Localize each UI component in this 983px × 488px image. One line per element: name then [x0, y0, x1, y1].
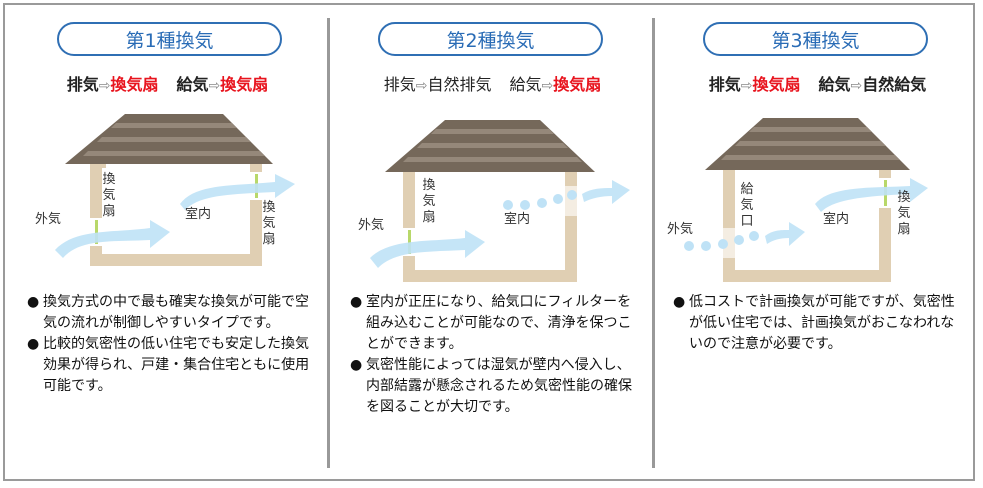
supply-method: 自然給気	[862, 75, 927, 94]
indoor-label: 室内	[185, 207, 212, 222]
supply-method: 換気扇	[553, 75, 602, 94]
bullet-icon: ●	[673, 294, 686, 310]
bullet-icon: ●	[350, 357, 363, 373]
air-flow-summary: 排気⇨換気扇給気⇨換気扇	[5, 71, 330, 95]
outside-air-label: 外気	[35, 212, 62, 227]
supply-method: 換気扇	[220, 75, 269, 94]
description: ●換気方式の中で最も確実な換気が可能で空気の流れが制御しやすいタイプです。 ●比…	[27, 292, 312, 397]
air-flow-summary: 排気⇨換気扇給気⇨自然給気	[655, 71, 980, 95]
ventilation-comparison-frame	[3, 3, 975, 481]
house-diagram-icon	[684, 118, 928, 282]
supply-label: 給気	[176, 75, 209, 94]
description: ●室内が正圧になり、給気口にフィルターを組み込むことが可能なので、清浄を保つこと…	[350, 292, 635, 418]
panel-title-pill: 第2種換気	[378, 22, 603, 56]
outside-air-label: 外気	[667, 222, 694, 237]
fan-label-left: 換気扇	[102, 172, 116, 219]
description-item: ●気密性能によっては湿気が壁内へ侵入し、内部結露が懸念されるため気密性能の確保を…	[350, 357, 632, 415]
panel-title: 第2種換気	[446, 29, 535, 52]
exhaust-method: 自然排気	[427, 75, 492, 94]
house-diagram-icon	[55, 114, 295, 266]
bullet-icon: ●	[27, 336, 40, 352]
panel-title: 第1種換気	[125, 29, 214, 52]
arrow-icon: ⇨	[850, 78, 863, 94]
air-flow-summary: 排気⇨自然排気給気⇨換気扇	[330, 71, 655, 95]
description-item: ●低コストで計画換気が可能ですが、気密性が低い住宅では、計画換気がおこなわれない…	[673, 294, 955, 352]
fan-label-left: 換気扇	[422, 178, 436, 225]
outside-air-label: 外気	[358, 218, 385, 233]
fan-label-right: 換気扇	[262, 200, 276, 247]
description: ●低コストで計画換気が可能ですが、気密性が低い住宅では、計画換気がおこなわれない…	[673, 292, 958, 355]
house-diagram-icon	[370, 120, 630, 282]
exhaust-method: 換気扇	[752, 75, 801, 94]
panel-divider	[652, 18, 655, 468]
panel-title-pill: 第3種換気	[703, 22, 928, 56]
exhaust-method: 換気扇	[110, 75, 159, 94]
inlet-label-left: 給気口	[740, 182, 754, 229]
bullet-icon: ●	[27, 294, 40, 310]
fan-label-right: 換気扇	[897, 190, 911, 237]
supply-label: 給気	[509, 75, 542, 94]
panel-title-pill: 第1種換気	[57, 22, 282, 56]
description-item: ●室内が正圧になり、給気口にフィルターを組み込むことが可能なので、清浄を保つこと…	[350, 294, 632, 352]
panel-divider	[327, 18, 330, 468]
description-item: ●換気方式の中で最も確実な換気が可能で空気の流れが制御しやすいタイプです。	[27, 294, 309, 331]
arrow-icon: ⇨	[208, 78, 221, 94]
panel-type3: 第3種換気 排気⇨換気扇給気⇨自然給気 外気 室内 給気口 換気扇 ●低コストで…	[655, 0, 980, 488]
arrow-icon: ⇨	[740, 78, 753, 94]
indoor-label: 室内	[504, 212, 531, 227]
indoor-label: 室内	[823, 212, 850, 227]
supply-label: 給気	[818, 75, 851, 94]
panel-title: 第3種換気	[771, 29, 860, 52]
arrow-icon: ⇨	[415, 78, 428, 94]
exhaust-label: 排気	[708, 75, 741, 94]
panel-type2: 第2種換気 排気⇨自然排気給気⇨換気扇 外気 室内 換気扇 ●室内が正圧になり、…	[330, 0, 655, 488]
exhaust-label: 排気	[383, 75, 416, 94]
arrow-icon: ⇨	[541, 78, 554, 94]
exhaust-label: 排気	[66, 75, 99, 94]
panel-type1: 第1種換気 排気⇨換気扇給気⇨換気扇 外気 室内 換気扇 換気扇 ●換気方式の中…	[5, 0, 330, 488]
description-item: ●比較的気密性の低い住宅でも安定した換気効果が得られ、戸建・集合住宅ともに使用可…	[27, 336, 310, 394]
arrow-icon: ⇨	[98, 78, 111, 94]
bullet-icon: ●	[350, 294, 363, 310]
